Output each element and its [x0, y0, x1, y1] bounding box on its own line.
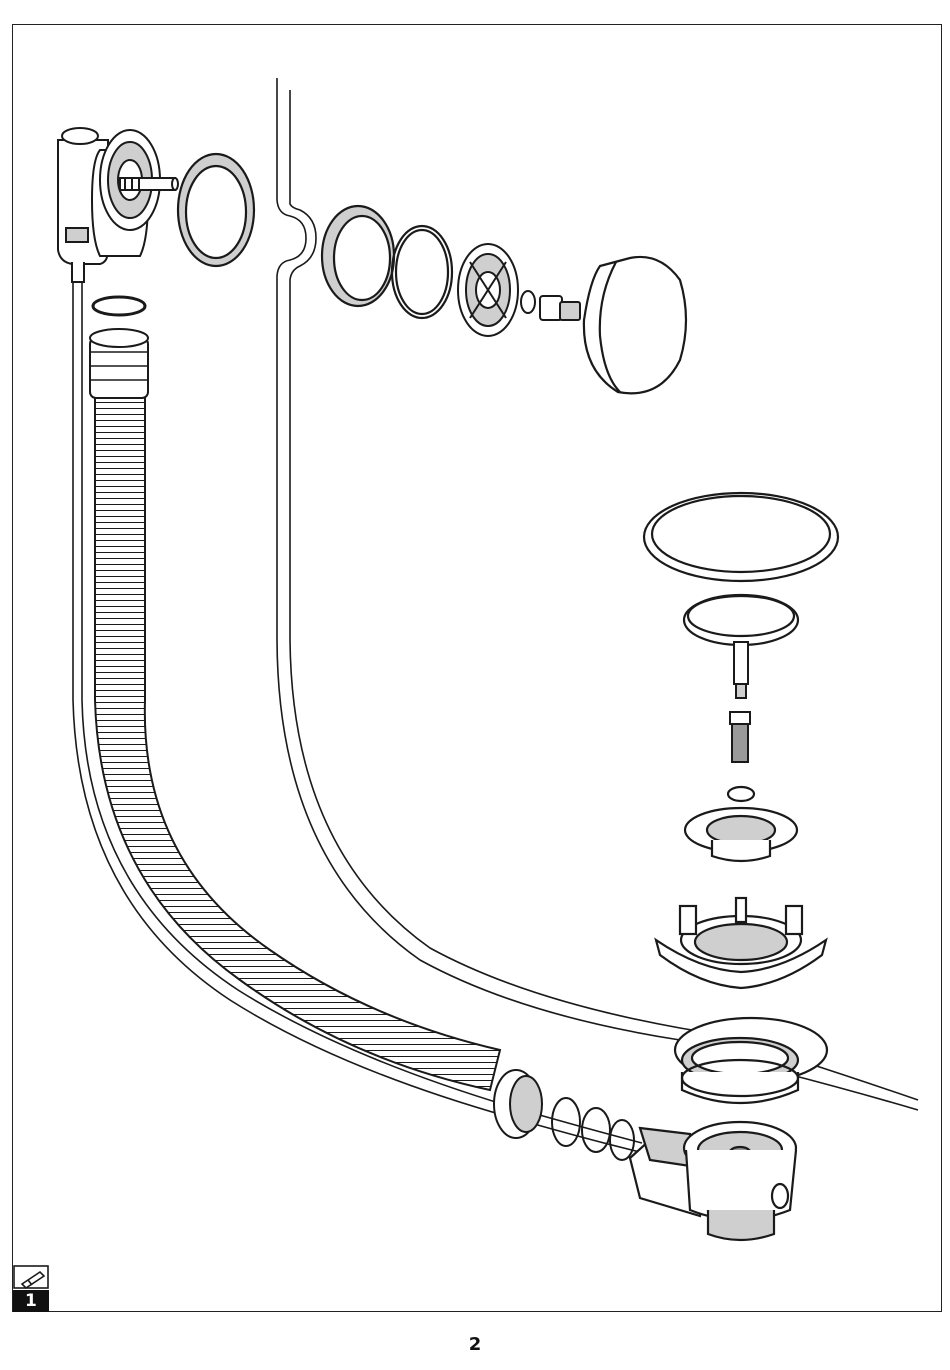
step-number: 1	[13, 1290, 49, 1312]
overflow-nut	[540, 296, 580, 320]
plug-cover	[644, 493, 838, 581]
plug-disc	[684, 595, 798, 645]
overflow-flange	[100, 130, 178, 230]
overflow-gasket	[178, 154, 254, 266]
flexible-hose	[90, 297, 500, 1090]
clamp-ring	[656, 898, 826, 988]
waste-flange	[675, 1018, 827, 1103]
hose-coupling	[494, 1070, 634, 1160]
overflow-o-ring	[392, 226, 452, 318]
page-number: 2	[0, 1334, 950, 1355]
pin-washer	[728, 787, 754, 801]
plug-stem	[734, 642, 748, 698]
waste-grate	[685, 808, 797, 861]
tool-icon	[14, 1266, 48, 1288]
overflow-cap	[584, 257, 686, 393]
overflow-seal	[322, 206, 394, 306]
overflow-spider	[458, 244, 518, 336]
small-washer	[521, 291, 535, 313]
waste-body	[630, 1122, 796, 1240]
threaded-pin	[730, 712, 750, 762]
